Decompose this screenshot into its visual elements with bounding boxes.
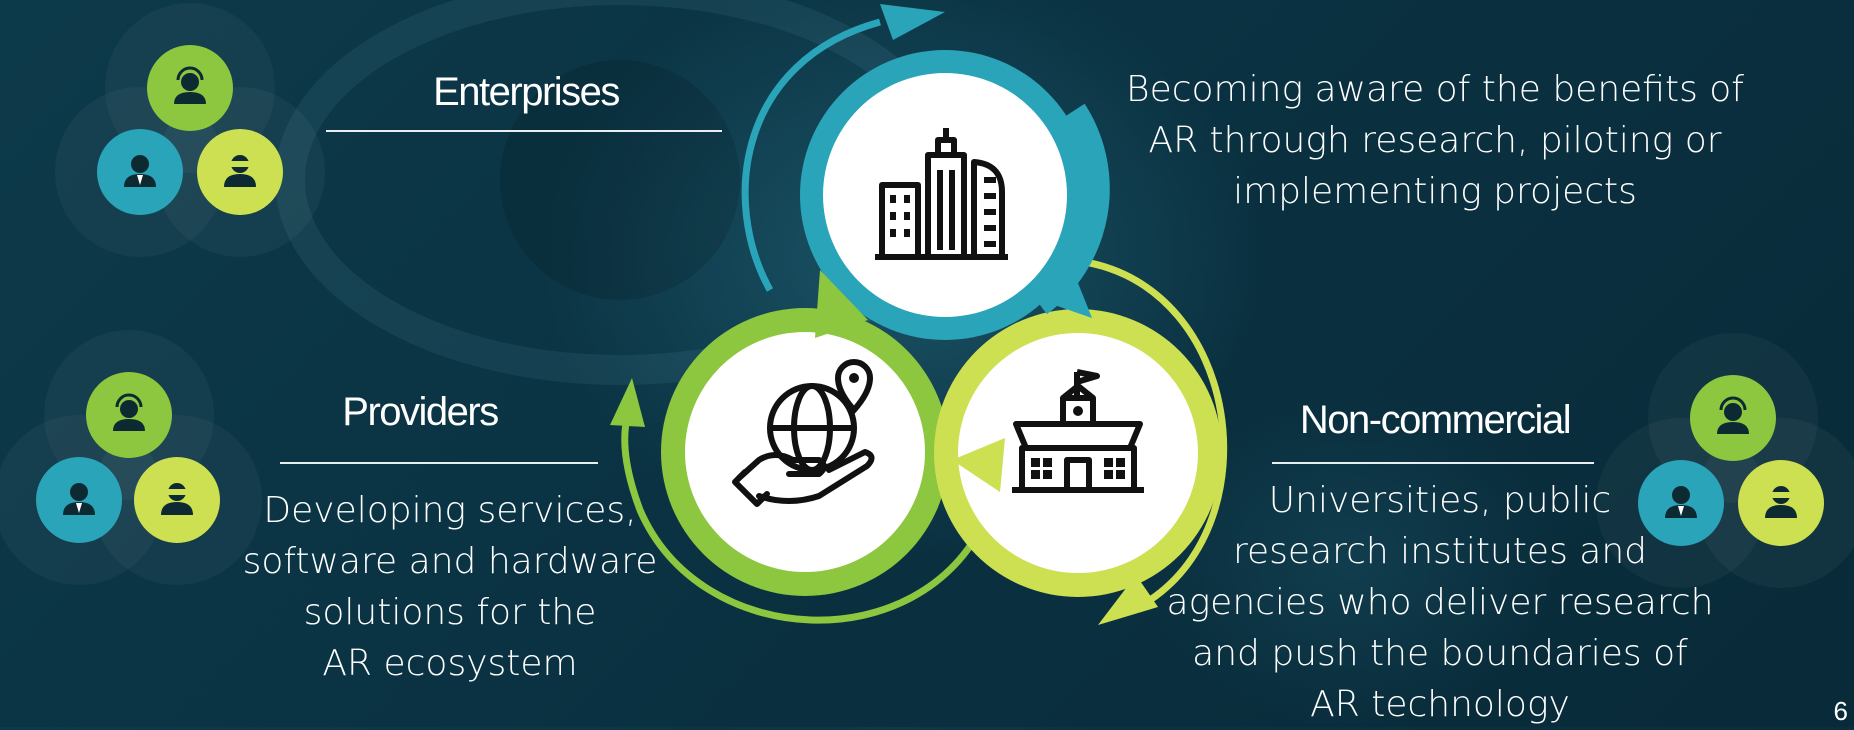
- noncommercial-node: [934, 309, 1222, 597]
- page-number: 6: [1833, 696, 1848, 726]
- cycle-arrow-green: [621, 417, 989, 624]
- school-building-icon: [1012, 369, 1144, 493]
- noncommercial-divider: [1272, 462, 1594, 464]
- globe-in-hand-icon: [732, 383, 875, 507]
- people-cluster-providers: [0, 330, 262, 585]
- city-buildings-icon: [875, 128, 1008, 260]
- enterprises-title: Enterprises: [433, 70, 620, 114]
- cycle-arrow-lime: [1084, 258, 1228, 603]
- enterprises-description: Becoming aware of the benefits of AR thr…: [1126, 69, 1744, 212]
- noncommercial-description: Universities, public research institutes…: [1166, 480, 1714, 725]
- providers-node: [661, 308, 949, 596]
- location-pin-icon: [834, 359, 874, 415]
- enterprises-divider: [326, 130, 722, 132]
- providers-divider: [280, 462, 598, 464]
- cycle-arrow-teal: [741, 18, 881, 292]
- people-cluster-enterprises: [55, 3, 325, 257]
- providers-description: Developing services, software and hardwa…: [242, 490, 658, 684]
- people-cluster-noncommercial: [1596, 333, 1854, 588]
- providers-title: Providers: [342, 390, 499, 434]
- noncommercial-title: Non-commercial: [1299, 398, 1572, 442]
